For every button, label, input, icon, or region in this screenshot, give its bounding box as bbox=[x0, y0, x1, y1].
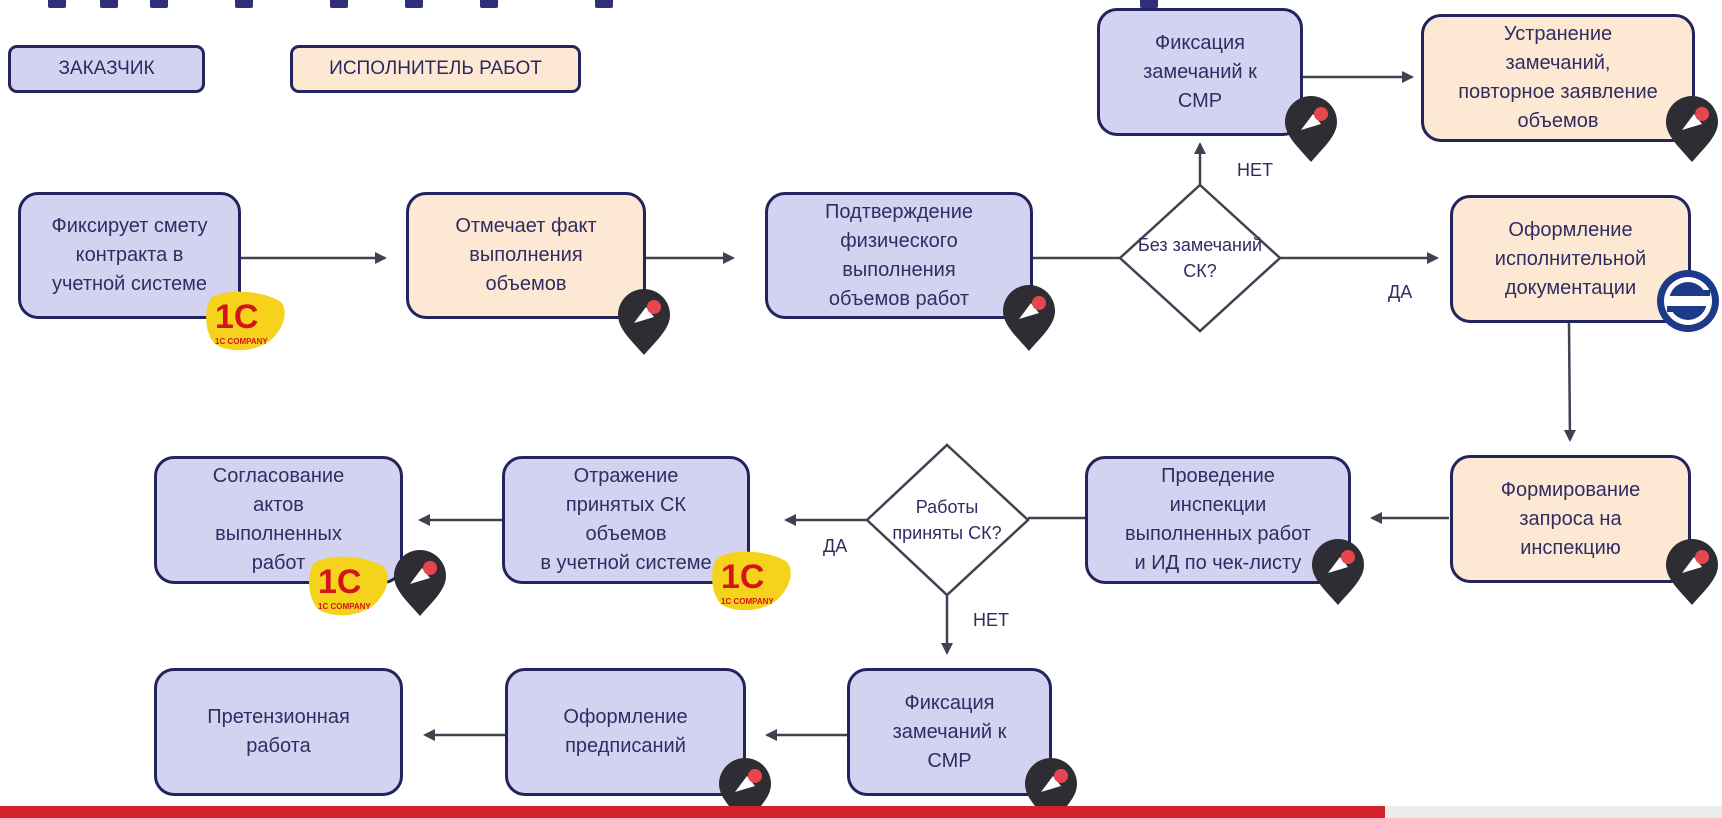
svg-text:1С COMPANY: 1С COMPANY bbox=[318, 602, 371, 611]
edge-label-yes-bottom: ДА bbox=[823, 536, 848, 556]
node-inspection: Проведение инспекции выполненных работ и… bbox=[1085, 456, 1351, 584]
pin-logo-icon bbox=[1003, 285, 1055, 351]
legend-customer: ЗАКАЗЧИК bbox=[8, 45, 205, 93]
pin-logo-icon bbox=[618, 289, 670, 355]
decision-label-no-remarks: Без замечаний СК? bbox=[1137, 235, 1263, 281]
edge-label-no-top: НЕТ bbox=[1237, 160, 1273, 180]
node-fix-remarks-top: Фиксация замечаний к СМР bbox=[1097, 8, 1303, 136]
pin-logo-icon bbox=[1025, 758, 1077, 818]
svg-text:1С: 1С bbox=[215, 298, 258, 336]
cropped-title bbox=[0, 0, 1160, 8]
svg-text:1С: 1С bbox=[318, 563, 361, 601]
pin-logo-icon bbox=[394, 550, 446, 616]
edge-label-yes-top: ДА bbox=[1388, 282, 1413, 302]
pin-logo-icon bbox=[1666, 96, 1718, 162]
node-claims: Претензионная работа bbox=[154, 668, 403, 796]
decision-label-accepted: Работы приняты СК? bbox=[892, 497, 1002, 543]
svg-text:1С COMPANY: 1С COMPANY bbox=[215, 337, 268, 346]
onec-company-logo-icon: 1С 1С COMPANY bbox=[206, 291, 285, 351]
legend-contractor: ИСПОЛНИТЕЛЬ РАБОТ bbox=[290, 45, 581, 93]
node-eliminate-remarks: Устранение замечаний, повторное заявлени… bbox=[1421, 14, 1695, 142]
node-fix-remarks-bottom: Фиксация замечаний к СМР bbox=[847, 668, 1052, 796]
node-exec-docs: Оформление исполнительной документации bbox=[1450, 195, 1691, 323]
svg-text:1С: 1С bbox=[721, 558, 764, 596]
node-orders: Оформление предписаний bbox=[505, 668, 746, 796]
blue-s-logo-icon bbox=[1657, 270, 1719, 332]
pin-logo-icon bbox=[1312, 539, 1364, 605]
pin-logo-icon bbox=[719, 758, 771, 818]
edge-label-no-bottom: НЕТ bbox=[973, 610, 1009, 630]
node-mark-fact: Отмечает факт выполнения объемов bbox=[406, 192, 646, 319]
pin-logo-icon bbox=[1666, 539, 1718, 605]
bottom-accent-bar bbox=[0, 806, 1385, 818]
onec-company-logo-icon: 1С 1С COMPANY bbox=[712, 551, 791, 611]
bottom-grey-bar bbox=[1385, 806, 1722, 818]
node-reflect-accepted: Отражение принятых СК объемов в учетной … bbox=[502, 456, 750, 584]
decision-diamond-no-remarks bbox=[1118, 183, 1282, 333]
svg-text:1С COMPANY: 1С COMPANY bbox=[721, 597, 774, 606]
decision-diamond-accepted bbox=[865, 443, 1030, 597]
node-fix-estimate: Фиксирует смету контракта в учетной сист… bbox=[18, 192, 241, 319]
onec-company-logo-icon: 1С 1С COMPANY bbox=[309, 556, 388, 616]
node-confirm-physical: Подтверждение физического выполнения объ… bbox=[765, 192, 1033, 319]
node-inspection-request: Формирование запроса на инспекцию bbox=[1450, 455, 1691, 583]
edge-docs-to-request bbox=[1563, 322, 1576, 442]
pin-logo-icon bbox=[1285, 96, 1337, 162]
